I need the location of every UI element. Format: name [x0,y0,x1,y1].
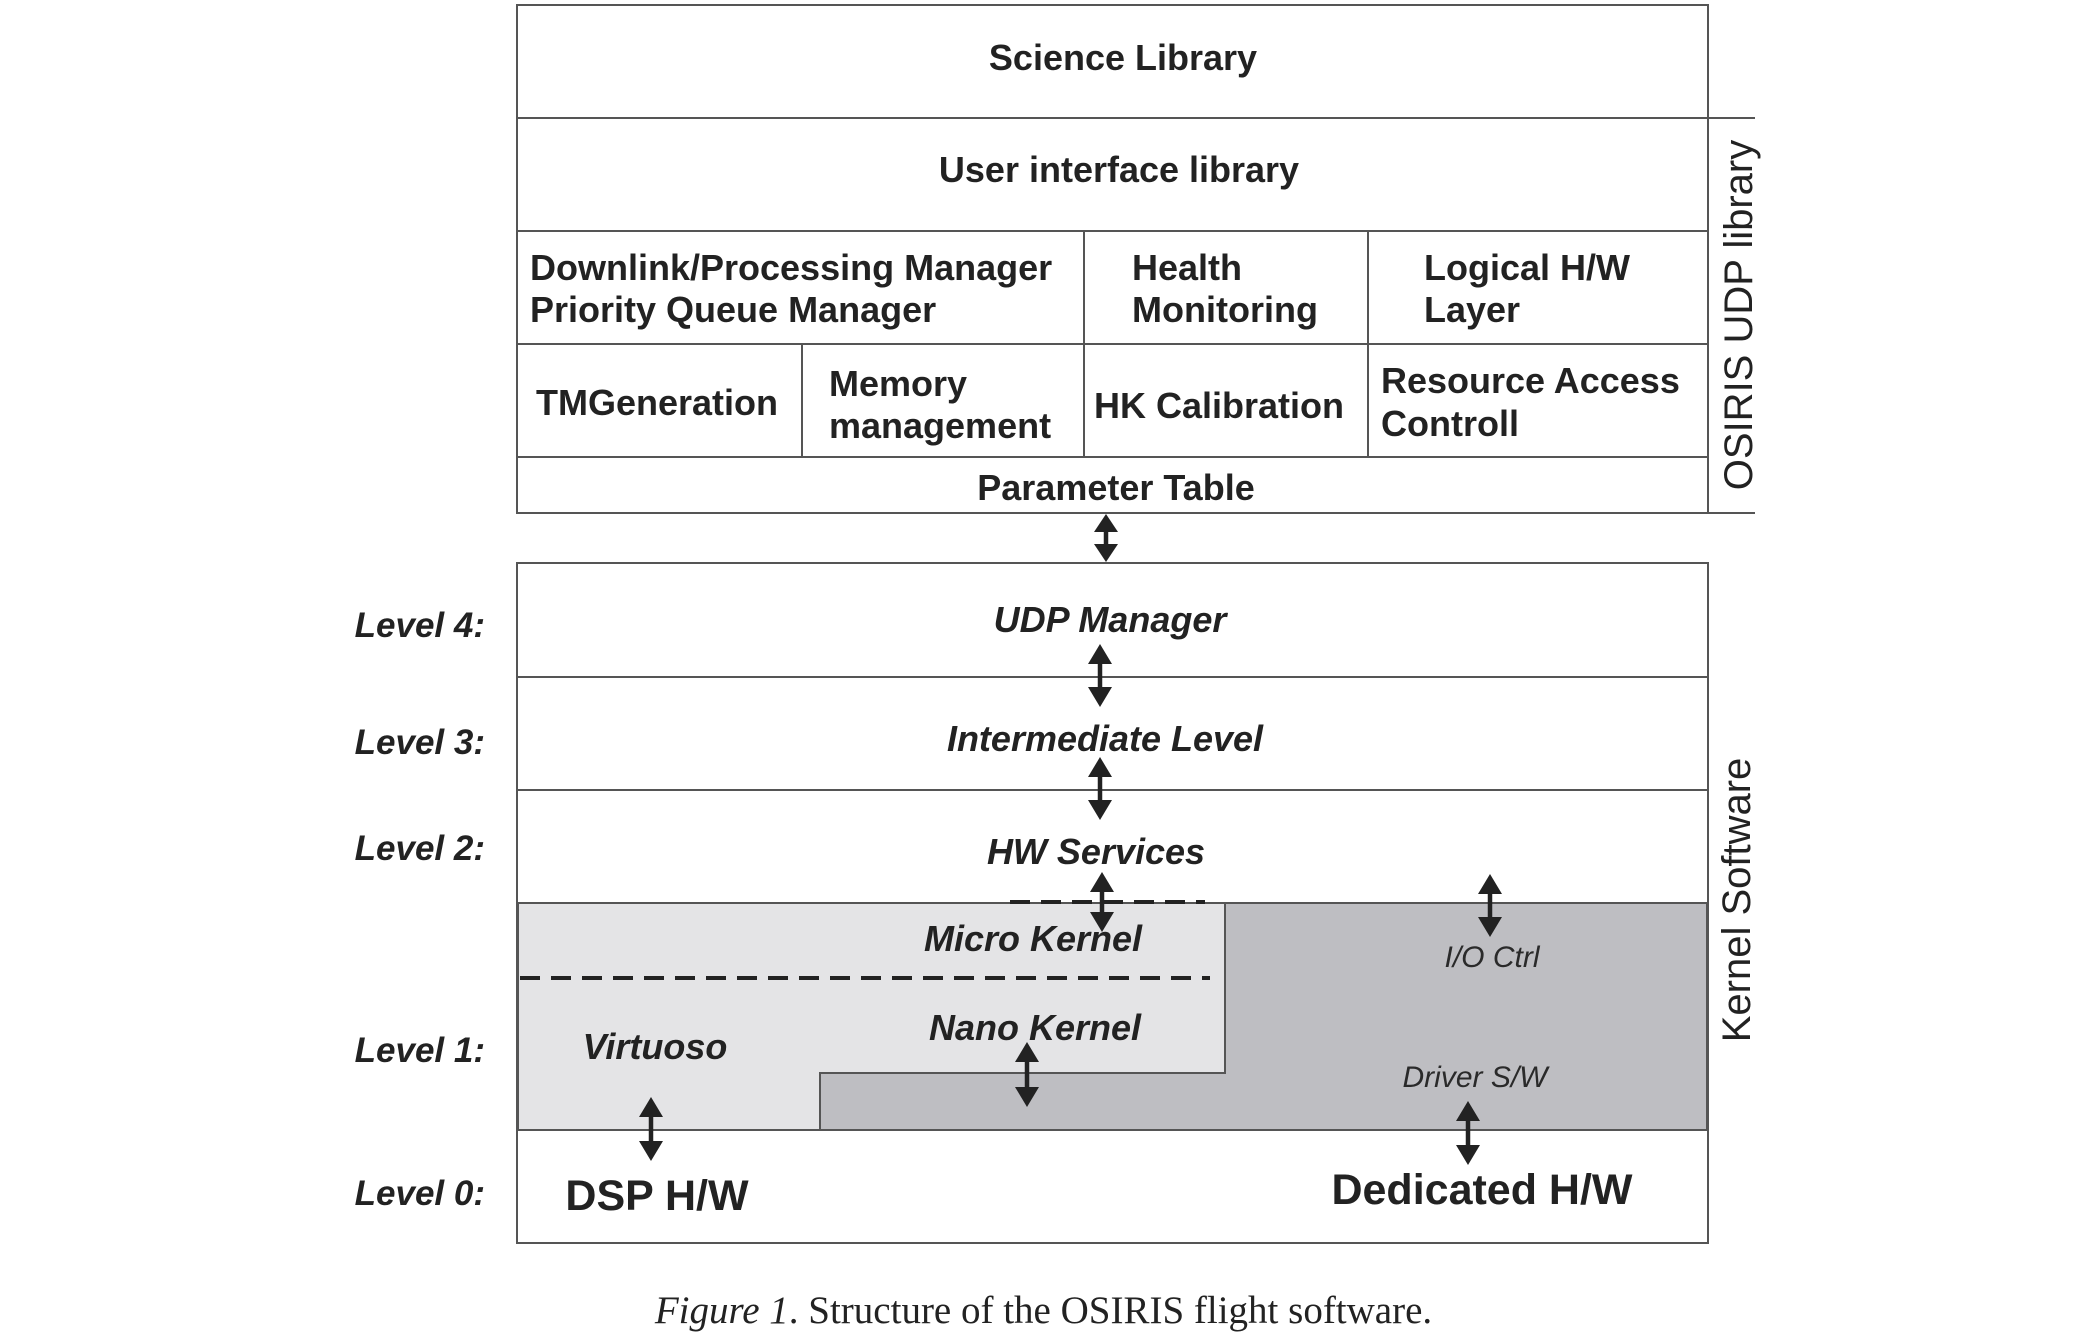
arrow-hw-services-to-io-ctrl [1478,874,1502,937]
arrows [639,514,1502,1165]
level-0-label: Level 0: [355,1174,485,1213]
arrow-driver-to-dedicated-hw [1456,1101,1480,1165]
priority-queue-label: Priority Queue Manager [530,289,936,330]
intermediate-level-label: Intermediate Level [947,718,1264,759]
logical-hw-layer-label-2: Layer [1424,289,1520,330]
kernel-block: UDP Manager Intermediate Level HW Servic… [516,562,1759,1244]
dedicated-hw-label: Dedicated H/W [1331,1166,1632,1214]
parameter-table-label: Parameter Table [977,467,1254,508]
science-library-label: Science Library [989,37,1257,78]
logical-hw-layer-label: Logical H/W [1424,247,1630,288]
arrow-library-to-udp-manager [1094,514,1118,562]
udp-manager-label: UDP Manager [994,599,1229,640]
resource-access-label: Resource Access [1381,360,1680,401]
level-labels: Level 4: Level 3: Level 2: Level 1: Leve… [355,606,485,1213]
dsp-hw-label: DSP H/W [565,1172,749,1220]
memory-management-label-2: management [829,405,1051,446]
osiris-udp-library-side-label: OSIRIS UDP library [1717,140,1761,490]
driver-sw-label: Driver S/W [1403,1061,1551,1094]
tm-generation-label: TMGeneration [536,382,778,423]
resource-access-label-2: Controll [1381,403,1519,444]
io-ctrl-label: I/O Ctrl [1445,941,1541,974]
virtuoso-label: Virtuoso [583,1026,728,1067]
figure-number: Figure 1 [654,1289,789,1332]
figure-caption: Figure 1. Structure of the OSIRIS flight… [0,1288,2087,1333]
arrow-virtuoso-to-dsp-hw [639,1097,663,1161]
hk-calibration-label: HK Calibration [1094,385,1344,426]
memory-management-label: Memory [829,363,967,404]
udp-library-frame [516,4,1709,514]
user-interface-library-label: User interface library [939,149,1299,190]
hw-services-label: HW Services [987,831,1205,872]
health-monitoring-label: Health [1132,247,1242,288]
kernel-software-side-label: Kernel Software [1715,758,1759,1043]
udp-library-block: Science Library User interface library D… [516,4,1761,514]
downlink-manager-label: Downlink/Processing Manager [530,247,1052,288]
level-1-label: Level 1: [355,1031,485,1070]
arrow-hw-services-to-micro-kernel [1090,872,1114,932]
level-3-label: Level 3: [355,723,485,762]
arrow-udp-manager-to-intermediate [1088,644,1112,707]
level-2-label: Level 2: [355,829,485,868]
micro-kernel-label: Micro Kernel [924,918,1143,959]
nano-kernel-label: Nano Kernel [929,1007,1142,1048]
health-monitoring-label-2: Monitoring [1132,289,1318,330]
arrow-intermediate-to-hw-services [1088,757,1112,820]
caption-text: . Structure of the OSIRIS flight softwar… [788,1289,1433,1332]
level-4-label: Level 4: [355,606,485,645]
arrow-nano-kernel-to-driver [1015,1042,1039,1107]
